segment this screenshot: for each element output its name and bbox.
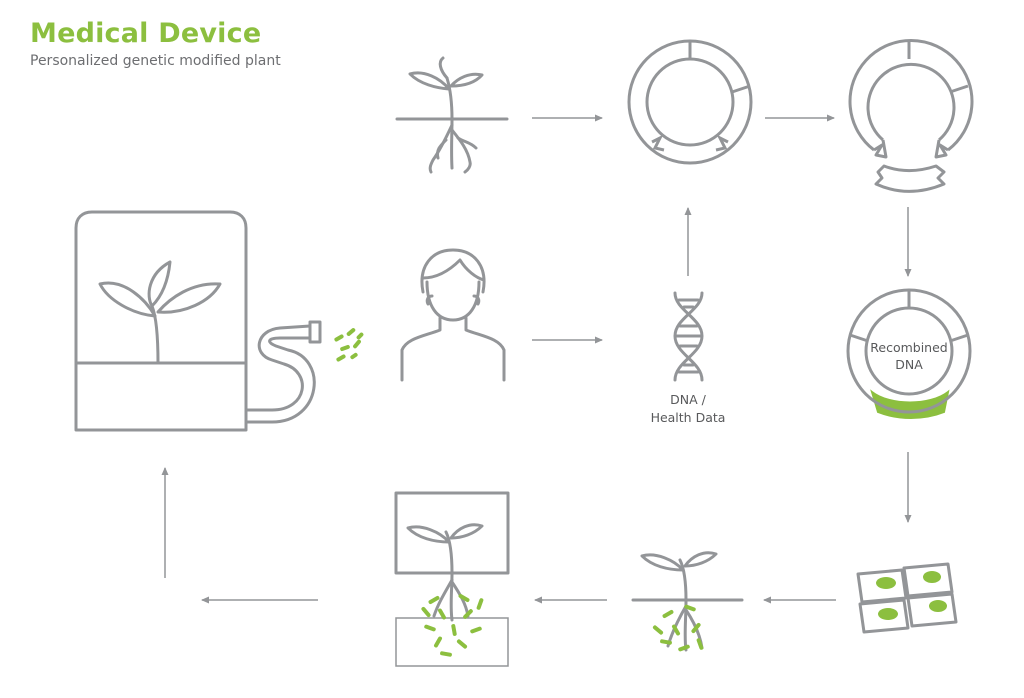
- page-title: Medical Device: [30, 18, 262, 49]
- recombined-label-line1: Recombined: [870, 340, 947, 355]
- dna-label-line2: Health Data: [651, 410, 726, 425]
- medical-device-icon: [74, 210, 364, 432]
- recombined-plasmid-icon: Recombined DNA: [846, 288, 972, 419]
- cut-plasmid-icon: [848, 39, 974, 193]
- potted-plant-box-icon: [394, 491, 510, 667]
- plant-cells-icon: [856, 562, 958, 634]
- page-subtitle: Personalized genetic modified plant: [30, 53, 281, 69]
- recombined-label-line2: DNA: [895, 357, 923, 372]
- person-icon: [400, 248, 506, 382]
- dna-helix-icon: [673, 291, 704, 382]
- seedling-roots-icon: [395, 56, 509, 174]
- dna-label-line1: DNA /: [670, 392, 707, 407]
- plasmid-ring-icon: [627, 39, 753, 165]
- infected-seedling-icon: [631, 551, 744, 652]
